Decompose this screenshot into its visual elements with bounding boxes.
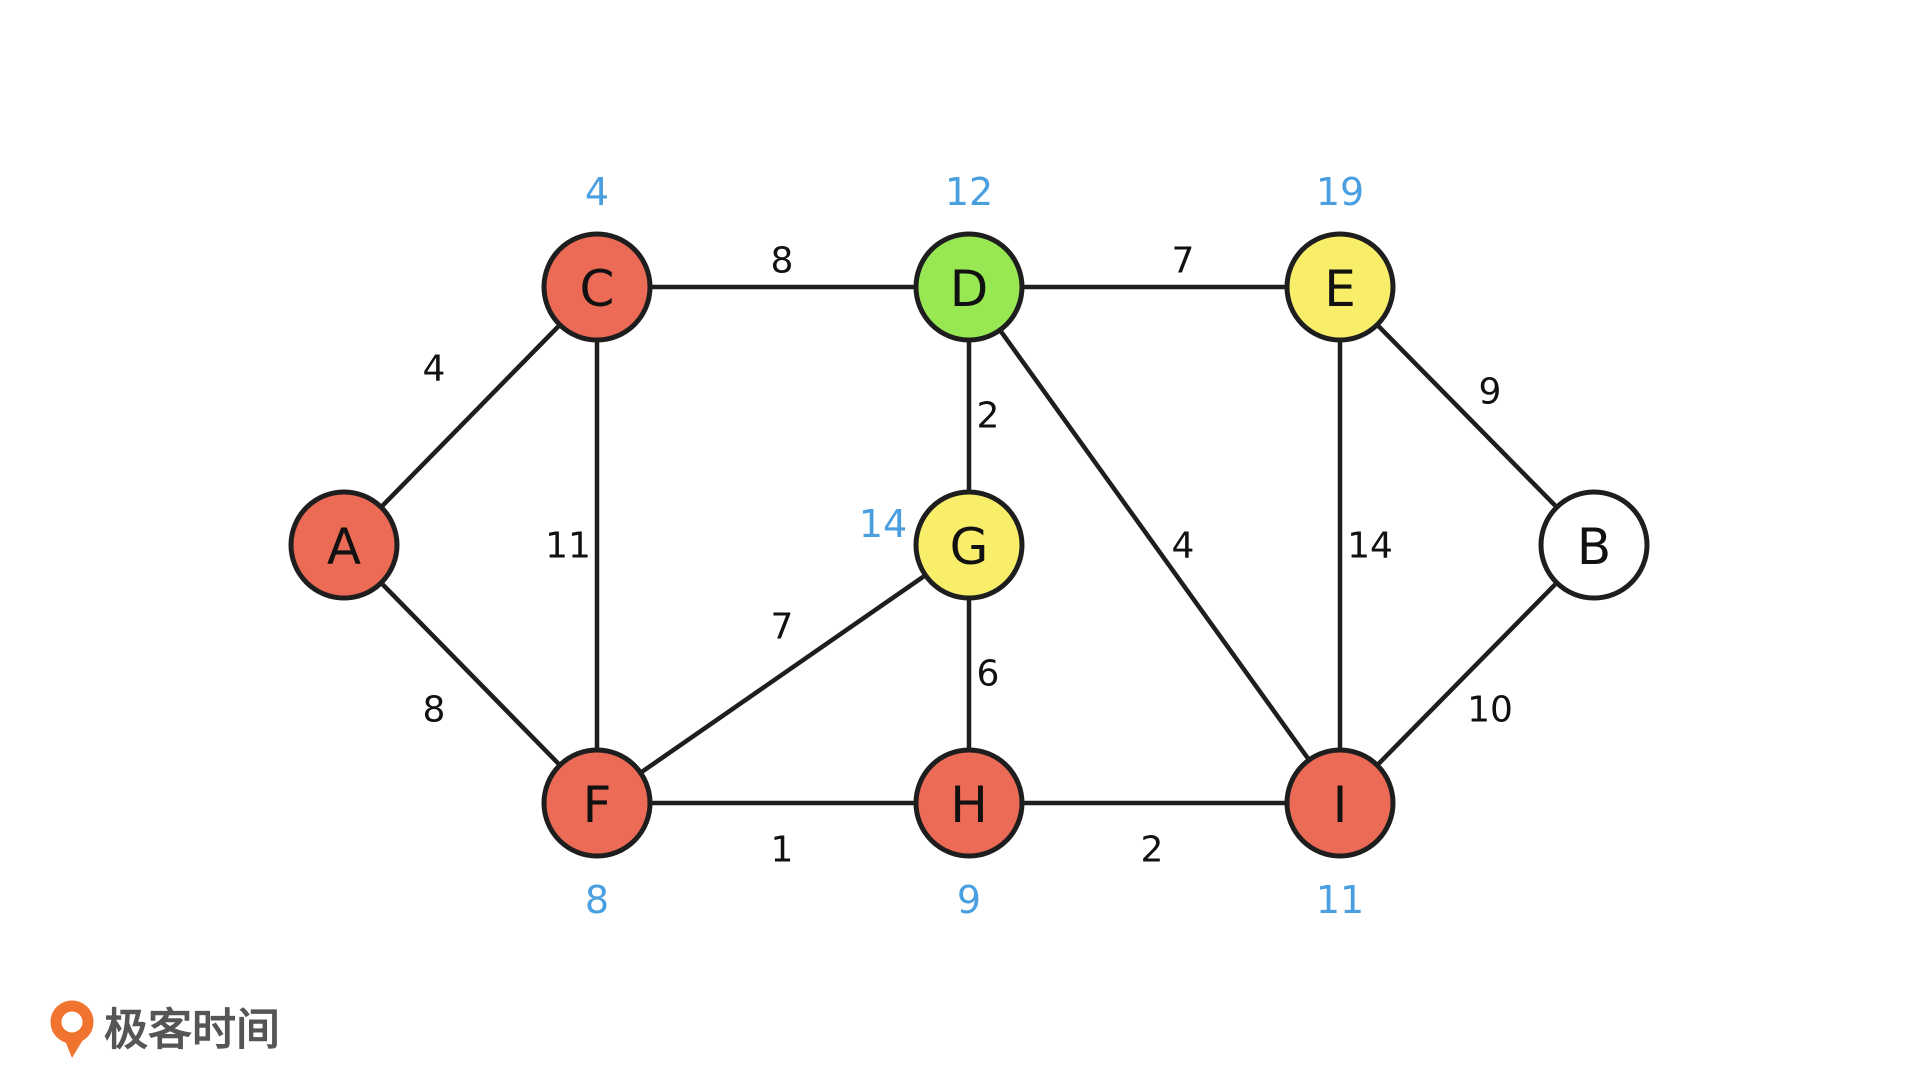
node-g: G (913, 489, 1025, 601)
edge-weight-d-g: 2 (977, 396, 1000, 437)
edge-weight-d-i: 4 (1172, 526, 1195, 567)
geektime-logo-icon (50, 1000, 94, 1058)
node-label-e: E (1324, 260, 1356, 318)
node-circle-f (541, 747, 653, 859)
node-circle-g (913, 489, 1025, 601)
distance-label-e: 19 (1316, 170, 1364, 214)
distance-label-g: 14 (859, 502, 907, 546)
distance-label-c: 4 (585, 170, 609, 214)
node-label-f: F (583, 776, 612, 834)
edge-weight-g-f: 7 (771, 607, 794, 648)
nodes-layer: A C D E B G F H I (288, 231, 1650, 859)
node-circle-e (1284, 231, 1396, 343)
node-label-d: D (950, 260, 989, 318)
edge-e-b (1337, 284, 1597, 548)
node-circle-h (913, 747, 1025, 859)
node-a: A (288, 489, 400, 601)
edge-weight-c-f: 11 (545, 526, 591, 567)
node-label-a: A (327, 518, 361, 576)
edge-a-f (341, 542, 600, 806)
edge-g-f (594, 542, 972, 806)
node-i: I (1284, 747, 1396, 859)
distance-label-i: 11 (1316, 878, 1364, 922)
edge-weight-e-b: 9 (1479, 372, 1502, 413)
node-circle-b (1538, 489, 1650, 601)
node-label-h: H (950, 776, 988, 834)
edge-d-i (966, 284, 1343, 806)
edge-weight-b-i: 10 (1467, 690, 1513, 731)
edge-weights-layer: 4 8 8 11 7 2 4 14 9 7 6 1 2 10 (423, 241, 1513, 871)
distance-label-f: 8 (585, 878, 609, 922)
node-circle-c (541, 231, 653, 343)
node-circle-d (913, 231, 1025, 343)
distance-label-h: 9 (957, 878, 981, 922)
distance-label-d: 12 (945, 170, 993, 214)
edge-weight-f-h: 1 (771, 830, 794, 871)
edge-weight-a-f: 8 (423, 690, 446, 731)
edge-b-i (1337, 542, 1597, 806)
edge-a-c (341, 284, 600, 548)
node-b: B (1538, 489, 1650, 601)
node-circle-i (1284, 747, 1396, 859)
edge-weight-d-e: 7 (1172, 241, 1195, 282)
edge-weight-g-h: 6 (977, 654, 1000, 695)
edge-weight-e-i: 14 (1347, 526, 1393, 567)
node-circle-a (288, 489, 400, 601)
node-h: H (913, 747, 1025, 859)
node-d: D (913, 231, 1025, 343)
edge-weight-c-d: 8 (771, 241, 794, 282)
node-c: C (541, 231, 653, 343)
brand-logo: 极客时间 (50, 1000, 280, 1058)
node-label-g: G (950, 518, 989, 576)
node-label-i: I (1333, 776, 1348, 834)
edge-weight-a-c: 4 (423, 349, 446, 390)
node-label-c: C (580, 260, 615, 318)
brand-name: 极客时间 (104, 1005, 280, 1056)
edge-weight-h-i: 2 (1141, 830, 1164, 871)
node-label-b: B (1577, 518, 1611, 576)
node-f: F (541, 747, 653, 859)
node-e: E (1284, 231, 1396, 343)
